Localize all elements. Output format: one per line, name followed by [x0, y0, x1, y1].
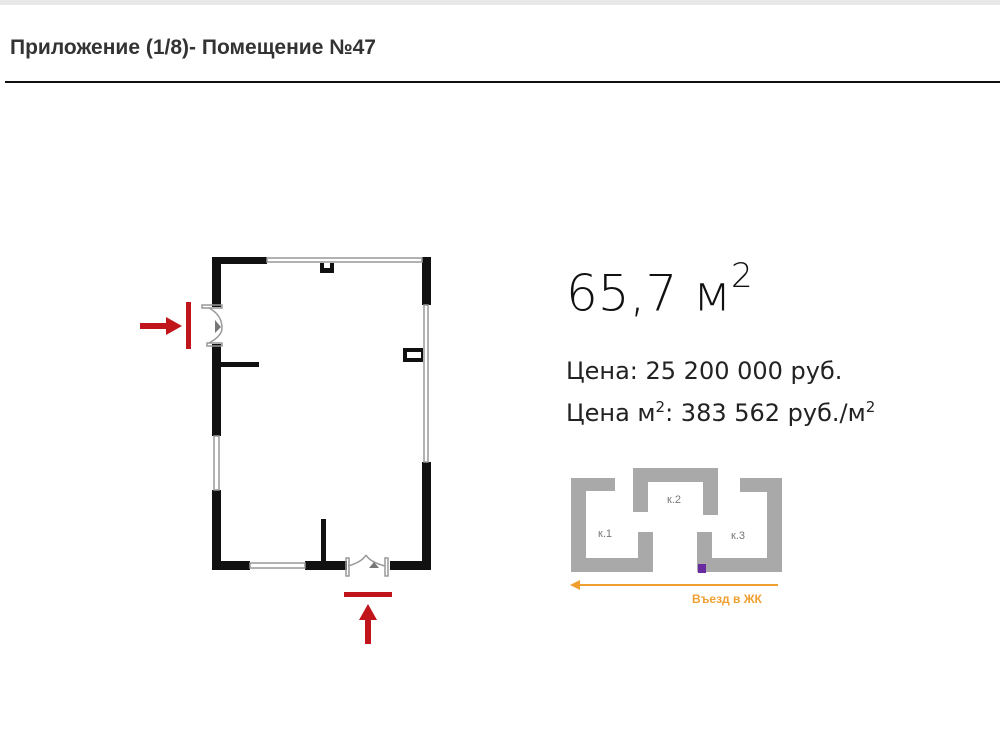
- top-strip: [0, 0, 1000, 5]
- door-marker-icon: [369, 562, 379, 568]
- total-price: Цена: 25 200 000 руб.: [566, 357, 843, 385]
- entry-label: Въезд в ЖК: [692, 592, 762, 606]
- header-divider: [5, 81, 1000, 83]
- entrance-arrow-bottom-icon: [344, 592, 392, 644]
- page-title: Приложение (1/8)- Помещение №47: [10, 36, 376, 59]
- entry-arrow-icon: [570, 580, 778, 590]
- building-label: к.2: [667, 494, 681, 506]
- building-label: к.1: [598, 528, 612, 540]
- walls: [212, 257, 431, 570]
- entrance-arrow-left-icon: [140, 302, 191, 349]
- door-marker-icon: [215, 320, 221, 333]
- building-label: к.3: [731, 530, 745, 542]
- site-plan-buildings: [571, 468, 782, 572]
- price-per-m2: Цена м2: 383 562 руб./м2: [566, 398, 876, 427]
- area-value: 65,7 м2: [566, 256, 753, 323]
- price-block: Цена: 25 200 000 руб. Цена м2: 383 562 р…: [566, 353, 875, 431]
- unit-location-marker: [698, 564, 706, 573]
